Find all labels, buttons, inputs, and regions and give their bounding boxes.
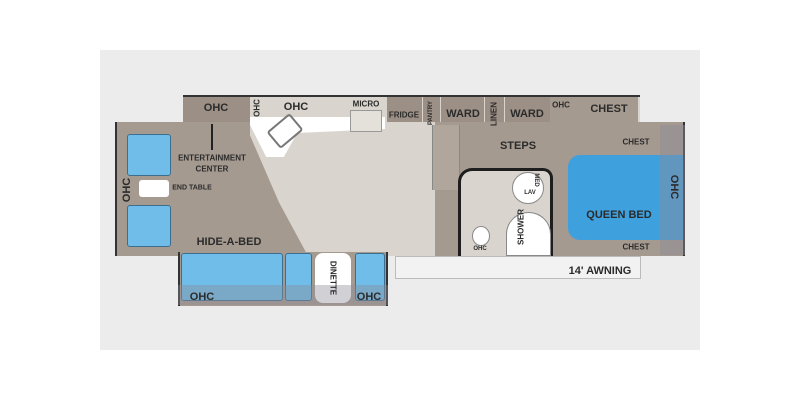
label-linen: LINEN xyxy=(489,102,499,126)
label-chest-bottom: CHEST xyxy=(622,242,650,252)
label-lav: LAV xyxy=(524,190,536,196)
label-ohc-bath: OHC xyxy=(473,246,487,252)
lavatory xyxy=(512,172,544,204)
steps xyxy=(432,125,460,190)
end-table xyxy=(139,180,169,197)
label-ward-2: WARD xyxy=(510,108,544,120)
label-hide-a-bed: HIDE-A-BED xyxy=(196,236,262,248)
kitchen-floor-hall xyxy=(395,122,435,256)
label-end-table: END TABLE xyxy=(172,184,212,192)
hide-a-bed-sofa xyxy=(181,253,283,301)
label-entertainment-center: CENTER xyxy=(195,164,229,174)
label-ohc-slide-left: OHC xyxy=(189,291,215,303)
entertainment-arrow xyxy=(211,124,213,150)
dinette-table xyxy=(315,253,351,303)
recliner-bottom xyxy=(127,205,171,247)
label-chest-right: CHEST xyxy=(622,137,650,147)
shower xyxy=(506,212,551,256)
awning xyxy=(395,256,641,279)
microwave xyxy=(350,110,382,132)
recliner-top xyxy=(127,134,171,176)
label-entertainment: ENTERTAINMENT xyxy=(178,153,246,163)
label-ward-1: WARD xyxy=(446,108,480,120)
toilet xyxy=(472,226,490,246)
label-chest-top: CHEST xyxy=(590,103,628,115)
label-dinette: DINETTE xyxy=(328,260,338,296)
chest-top xyxy=(550,97,638,125)
slide-ohc-overlay xyxy=(178,285,388,305)
label-steps: STEPS xyxy=(499,140,537,152)
fridge xyxy=(387,97,422,125)
label-ohc-small: OHC xyxy=(252,99,262,117)
label-shower: SHOWER xyxy=(516,209,526,245)
bed-ohc-overlay xyxy=(660,125,685,255)
label-ohc-entertainment: OHC xyxy=(203,102,229,114)
label-ohc-slide-right: OHC xyxy=(356,291,382,303)
queen-bed xyxy=(568,155,683,240)
label-micro: MICRO xyxy=(352,99,380,109)
label-ohc-bed: OHC xyxy=(668,174,680,200)
dinette-bench-left xyxy=(285,253,312,301)
ohc-cabinet-top xyxy=(183,95,250,123)
label-ohc-front: OHC xyxy=(121,177,133,203)
pantry xyxy=(423,97,440,125)
label-med: MED xyxy=(533,173,539,187)
label-ohc-kitchen: OHC xyxy=(283,101,309,113)
label-ohc-closet: OHC xyxy=(552,100,570,110)
label-awning: 14' AWNING xyxy=(568,265,632,277)
wardrobe-1 xyxy=(441,97,484,125)
label-queen-bed: QUEEN BED xyxy=(586,209,652,221)
linen xyxy=(485,97,504,125)
wardrobe-2 xyxy=(505,97,550,125)
label-pantry: PANTRY xyxy=(428,101,434,125)
label-fridge: FRIDGE xyxy=(388,110,420,120)
dinette-bench-right xyxy=(355,253,385,301)
